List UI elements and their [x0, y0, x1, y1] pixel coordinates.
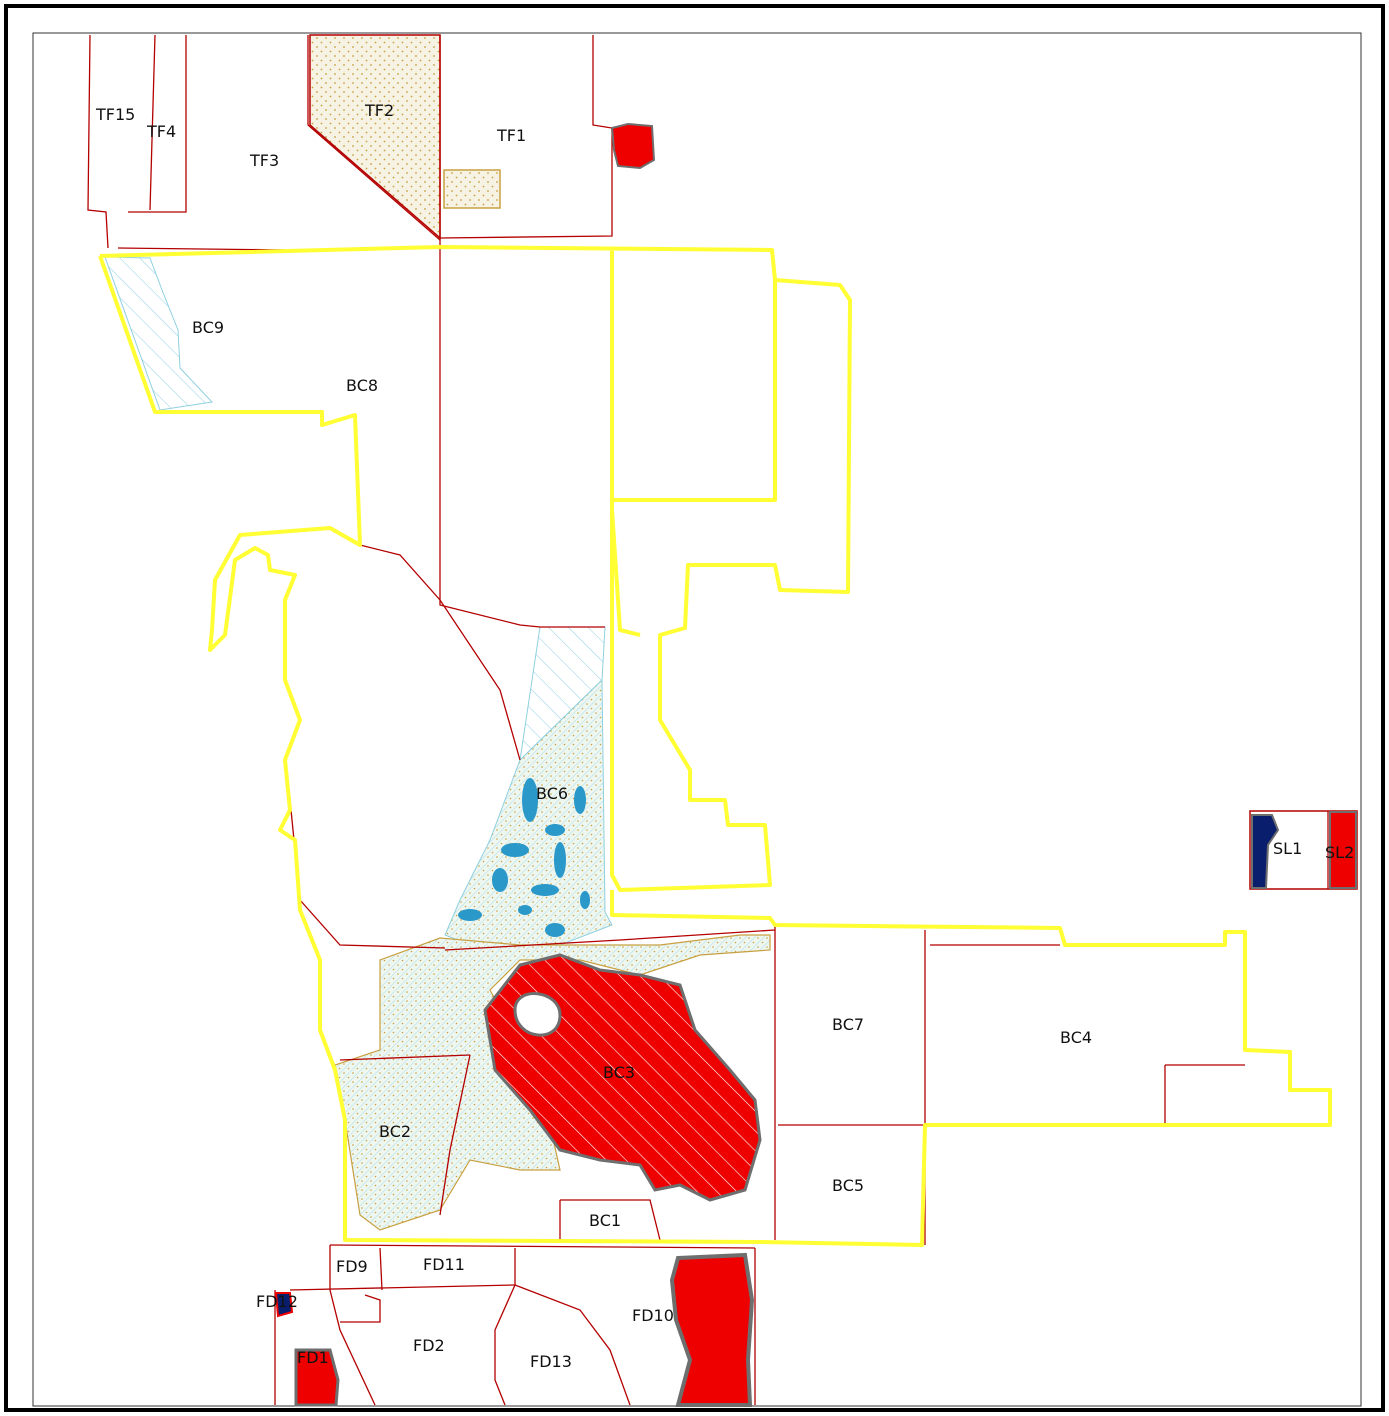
stipple-patch — [443, 169, 501, 209]
label-tf4: TF4 — [146, 122, 176, 141]
label-bc1: BC1 — [589, 1211, 621, 1230]
label-fd1: FD1 — [297, 1348, 329, 1367]
label-fd9: FD9 — [336, 1257, 368, 1276]
burn-patch-tf1 — [610, 122, 656, 170]
label-tf15: TF15 — [95, 105, 135, 124]
water-bodies — [458, 778, 590, 937]
label-bc7: BC7 — [832, 1015, 864, 1034]
label-bc9: BC9 — [192, 318, 224, 337]
label-bc4: BC4 — [1060, 1028, 1092, 1047]
label-fd12: FD12 — [256, 1292, 298, 1311]
label-sl2: SL2 — [1325, 843, 1354, 862]
study-boundary — [98, 245, 1332, 1247]
navy-patch-sl1 — [1251, 814, 1280, 889]
parcel-bc9-hatch — [104, 256, 214, 411]
label-fd13: FD13 — [530, 1352, 572, 1371]
navy-patch-fd12 — [274, 1292, 294, 1318]
label-fd11: FD11 — [423, 1255, 465, 1274]
label-fd2: FD2 — [413, 1336, 445, 1355]
burn-patch-fd10 — [669, 1252, 755, 1407]
parcel-tf2-fill — [309, 34, 441, 240]
label-tf3: TF3 — [249, 151, 279, 170]
label-tf2: TF2 — [364, 101, 394, 120]
label-bc3: BC3 — [603, 1063, 635, 1082]
label-sl1: SL1 — [1273, 839, 1302, 858]
map-neatline — [32, 32, 1362, 1407]
label-bc5: BC5 — [832, 1176, 864, 1195]
burn-patch-sl2 — [1329, 811, 1357, 889]
label-tf1: TF1 — [496, 126, 526, 145]
parcel-bc2-stipple — [334, 934, 771, 1231]
label-bc6: BC6 — [536, 784, 568, 803]
label-bc8: BC8 — [346, 376, 378, 395]
burn-patch-fd1 — [294, 1348, 340, 1407]
parcel-lines-south — [274, 250, 1245, 1406]
label-fd10: FD10 — [632, 1306, 674, 1325]
label-bc2: BC2 — [379, 1122, 411, 1141]
parcel-labels: TF15 TF4 TF3 TF2 TF1 BC9 BC8 BC6 BC7 BC4… — [95, 101, 1354, 1371]
burn-area-bc3 — [483, 953, 762, 1202]
